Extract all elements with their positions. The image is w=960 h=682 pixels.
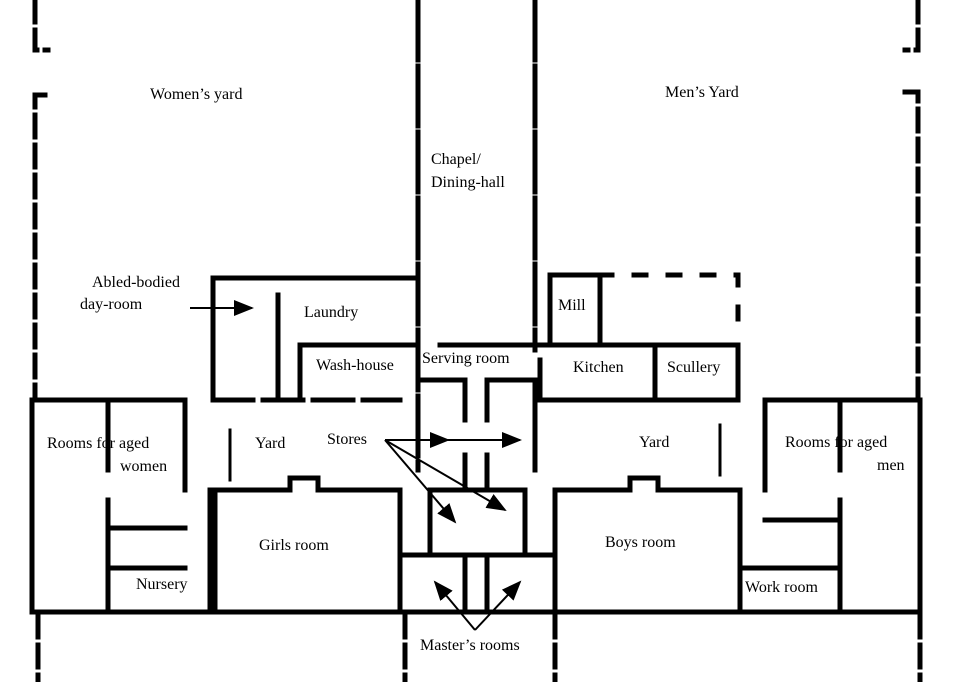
laundry-walls — [210, 275, 421, 403]
label-laundry: Laundry — [304, 304, 359, 321]
pointer-arrows — [190, 300, 522, 631]
label-yard-left: Yard — [255, 435, 286, 452]
label-stores: Stores — [327, 431, 367, 448]
boys-room-walls — [552, 475, 743, 615]
label-able-bodied-2: day-room — [80, 296, 143, 313]
label-aged-men-2: men — [877, 457, 905, 474]
label-chapel-1: Chapel/ — [431, 151, 481, 168]
label-yard-right: Yard — [639, 434, 670, 451]
label-aged-women-2: women — [120, 458, 168, 475]
girls-room-walls — [212, 475, 403, 615]
label-mens-yard: Men’s Yard — [665, 84, 739, 101]
label-serving-room: Serving room — [422, 350, 510, 367]
kitchen-walls — [537, 342, 741, 403]
label-mill: Mill — [558, 297, 586, 314]
label-womens-yard: Women’s yard — [150, 86, 243, 103]
label-nursery: Nursery — [136, 576, 188, 593]
label-aged-women-1: Rooms for aged — [47, 435, 150, 452]
label-boys-room: Boys room — [605, 534, 676, 551]
master-rooms-walls — [397, 552, 558, 615]
label-kitchen: Kitchen — [573, 359, 624, 376]
stores-walls — [415, 342, 538, 473]
label-aged-men-1: Rooms for aged — [785, 434, 888, 451]
label-masters-rooms: Master’s rooms — [420, 637, 520, 654]
label-wash-house: Wash-house — [316, 357, 394, 374]
label-chapel-2: Dining-hall — [431, 174, 505, 191]
label-scullery: Scullery — [667, 359, 721, 376]
label-girls-room: Girls room — [259, 537, 329, 554]
label-work-room: Work room — [745, 579, 818, 596]
outer-boundary — [32, 0, 923, 682]
mill-walls — [547, 272, 603, 348]
label-able-bodied-1: Abled-bodied — [92, 274, 180, 291]
